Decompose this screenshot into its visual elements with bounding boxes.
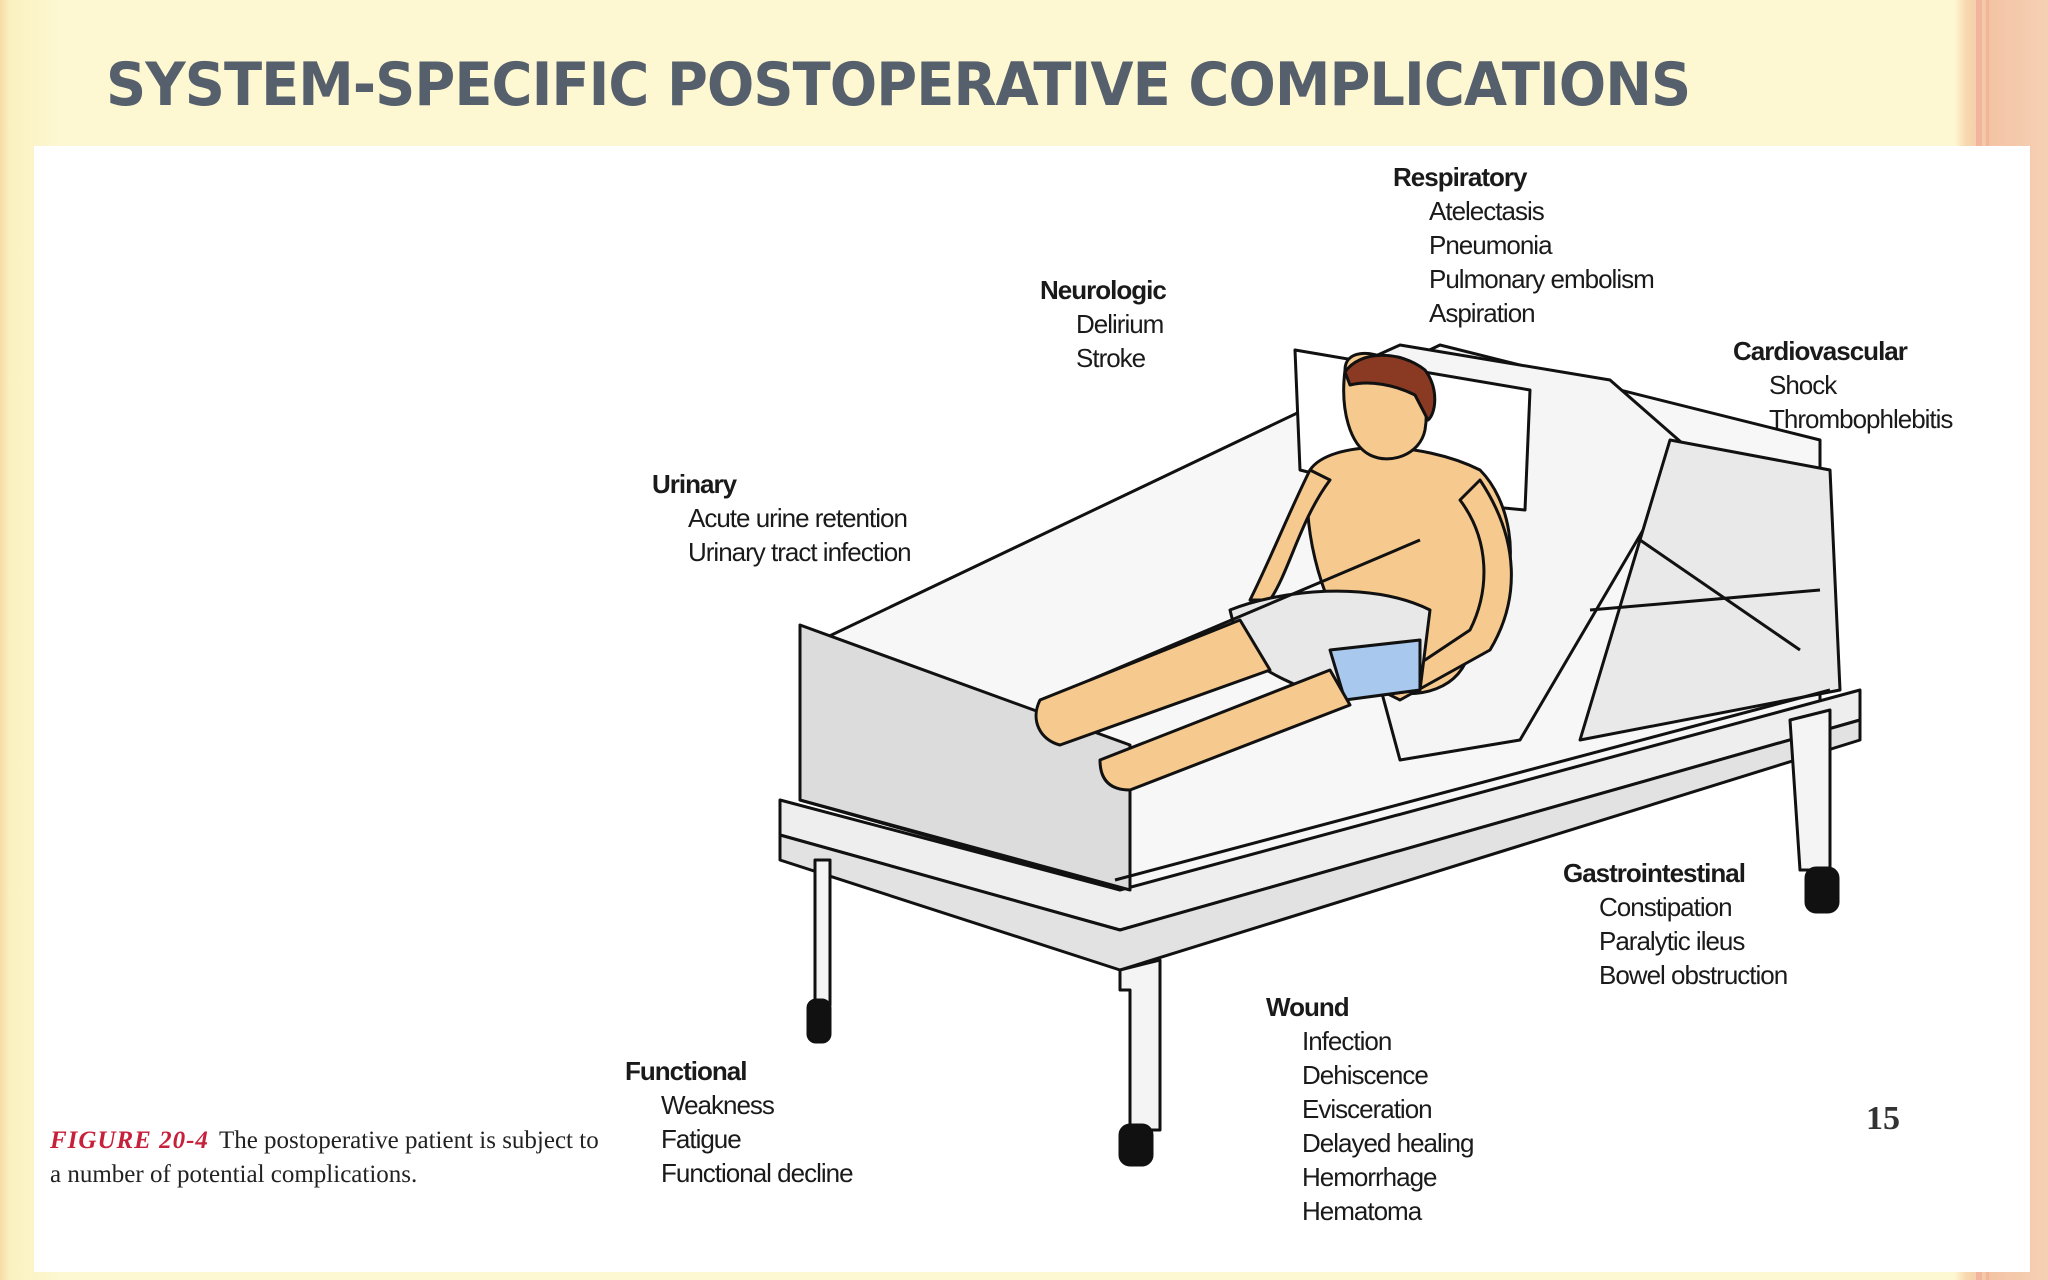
- urinary-item: Urinary tract infection: [652, 535, 911, 569]
- wound-item: Dehiscence: [1266, 1058, 1473, 1092]
- gastrointestinal-group: Gastrointestinal Constipation Paralytic …: [1563, 856, 1787, 992]
- functional-title: Functional: [625, 1054, 853, 1088]
- cardiovascular-title: Cardiovascular: [1733, 334, 1952, 368]
- respiratory-item: Atelectasis: [1393, 194, 1654, 228]
- functional-item: Fatigue: [625, 1122, 853, 1156]
- urinary-title: Urinary: [652, 467, 911, 501]
- cardiovascular-item: Thrombophlebitis: [1733, 402, 1952, 436]
- neurologic-item: Stroke: [1040, 341, 1166, 375]
- respiratory-title: Respiratory: [1393, 160, 1654, 194]
- respiratory-item: Pneumonia: [1393, 228, 1654, 262]
- respiratory-item: Pulmonary embolism: [1393, 262, 1654, 296]
- wound-item: Hematoma: [1266, 1194, 1473, 1228]
- wound-item: Evisceration: [1266, 1092, 1473, 1126]
- wound-group: Wound Infection Dehiscence Evisceration …: [1266, 990, 1473, 1228]
- functional-group: Functional Weakness Fatigue Functional d…: [625, 1054, 853, 1190]
- wound-title: Wound: [1266, 990, 1473, 1024]
- neurologic-group: Neurologic Delirium Stroke: [1040, 273, 1166, 375]
- functional-item: Weakness: [625, 1088, 853, 1122]
- gastrointestinal-item: Bowel obstruction: [1563, 958, 1787, 992]
- wound-item: Hemorrhage: [1266, 1160, 1473, 1194]
- respiratory-item: Aspiration: [1393, 296, 1654, 330]
- cardiovascular-group: Cardiovascular Shock Thrombophlebitis: [1733, 334, 1952, 436]
- gastrointestinal-title: Gastrointestinal: [1563, 856, 1787, 890]
- respiratory-group: Respiratory Atelectasis Pneumonia Pulmon…: [1393, 160, 1654, 330]
- gastrointestinal-item: Constipation: [1563, 890, 1787, 924]
- wound-item: Delayed healing: [1266, 1126, 1473, 1160]
- urinary-item: Acute urine retention: [652, 501, 911, 535]
- neurologic-title: Neurologic: [1040, 273, 1166, 307]
- functional-item: Functional decline: [625, 1156, 853, 1190]
- cardiovascular-item: Shock: [1733, 368, 1952, 402]
- neurologic-item: Delirium: [1040, 307, 1166, 341]
- urinary-group: Urinary Acute urine retention Urinary tr…: [652, 467, 911, 569]
- gastrointestinal-item: Paralytic ileus: [1563, 924, 1787, 958]
- page-number: 15: [1866, 1100, 1900, 1138]
- figure-caption-label: FIGURE 20-4: [50, 1127, 209, 1154]
- wound-item: Infection: [1266, 1024, 1473, 1058]
